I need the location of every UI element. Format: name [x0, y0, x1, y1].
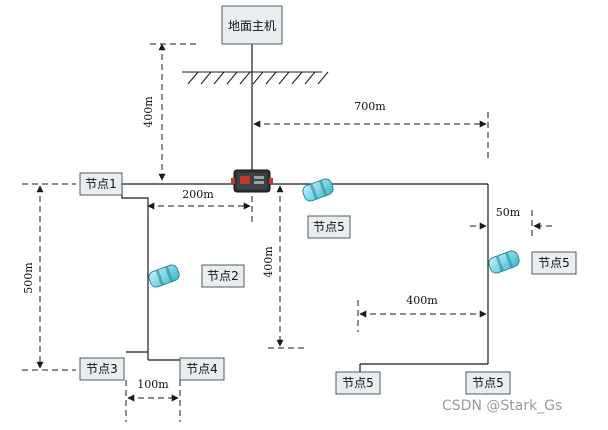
ground-hatch-mark [239, 71, 251, 85]
dim-500m-label: 500m [22, 262, 35, 294]
ground-hatch-mark [278, 71, 290, 85]
cable-lines [121, 44, 489, 372]
dimension-labels: 400m 700m 200m 500m 400m 50m 400m 100m [22, 96, 521, 391]
node5-top-box: 节点5 [307, 215, 351, 239]
ground-surface [182, 71, 329, 85]
sensor-icon [148, 264, 180, 288]
hub-device [231, 169, 273, 193]
sensor-icon [488, 250, 520, 274]
node5-bottom-right-box: 节点5 [465, 371, 511, 395]
node2-box: 节点2 [201, 264, 245, 288]
dim-700m-label: 700m [354, 100, 386, 113]
node5-bottom-left-label: 节点5 [342, 376, 374, 390]
ground-hatch-mark [187, 71, 199, 85]
node5-top-label: 节点5 [313, 220, 345, 234]
node3-box: 节点3 [79, 357, 125, 381]
dim-400m-horizontal-label: 400m [406, 294, 438, 307]
ground-hatch-mark [317, 71, 329, 85]
ground-host-box: 地面主机 [221, 5, 283, 45]
ground-hatch-mark [226, 71, 238, 85]
ground-hatch-mark [213, 71, 225, 85]
dim-400m-mid-label: 400m [262, 246, 275, 278]
dim-400m-top-label: 400m [142, 96, 155, 128]
dim-50m-label: 50m [496, 206, 521, 219]
node4-box: 节点4 [179, 357, 225, 381]
watermark: CSDN @Stark_Gs [442, 398, 563, 414]
cable-node1-to-node3 [121, 184, 149, 353]
node5-right-box: 节点5 [531, 251, 577, 275]
node1-label: 节点1 [85, 177, 117, 191]
sensor-icon [302, 178, 334, 202]
node4-label: 节点4 [186, 362, 218, 376]
ground-hatch-mark [265, 71, 277, 85]
node5-bottom-left-box: 节点5 [335, 371, 381, 395]
ground-hatch-mark [252, 71, 264, 85]
node2-label: 节点2 [207, 269, 239, 283]
dimension-lines [22, 43, 552, 422]
node5-right-label: 节点5 [538, 256, 570, 270]
ground-hatch-mark [200, 71, 212, 85]
ground-hatch-mark [304, 71, 316, 85]
node3-label: 节点3 [86, 362, 118, 376]
dim-100m-label: 100m [137, 378, 169, 391]
ground-hatch-mark [291, 71, 303, 85]
dim-200m-label: 200m [182, 188, 214, 201]
node1-box: 节点1 [79, 172, 123, 196]
ground-host-label: 地面主机 [228, 19, 276, 33]
node5-bottom-right-label: 节点5 [472, 376, 504, 390]
